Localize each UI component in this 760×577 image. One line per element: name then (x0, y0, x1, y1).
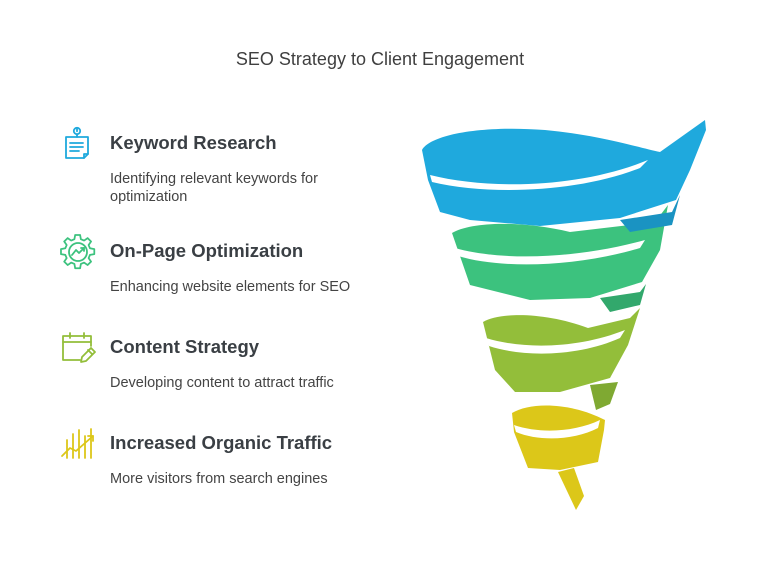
funnel-graphic (422, 120, 706, 510)
funnel-back-3 (590, 382, 618, 410)
funnel-tip (558, 468, 584, 510)
funnel-gap-2 (455, 240, 645, 265)
step-description: Enhancing website elements for SEO (110, 279, 351, 295)
funnel-band-1 (422, 120, 706, 226)
funnel-gap-4 (514, 420, 600, 439)
funnel-back-2 (600, 284, 646, 312)
keyword-research-icon (65, 126, 89, 159)
gear-chart-icon (60, 234, 96, 270)
funnel-back-1 (620, 195, 680, 232)
step-heading: Keyword Research (110, 132, 277, 153)
step-description: Developing content to attract traffic (110, 375, 334, 391)
step-description: Identifying relevant keywords for optimi… (110, 171, 318, 205)
diagram-title: SEO Strategy to Client Engagement (235, 49, 525, 69)
step-heading: On-Page Optimization (110, 240, 304, 261)
funnel-gap-3 (486, 330, 625, 354)
growth-chart-icon (61, 428, 94, 459)
funnel-gap-1 (430, 160, 648, 191)
step-description: More visitors from search engines (110, 471, 328, 487)
step-heading: Increased Organic Traffic (110, 432, 333, 453)
calendar-pencil-icon (62, 332, 96, 363)
funnel-band-2 (452, 205, 668, 300)
step-heading: Content Strategy (110, 336, 260, 357)
